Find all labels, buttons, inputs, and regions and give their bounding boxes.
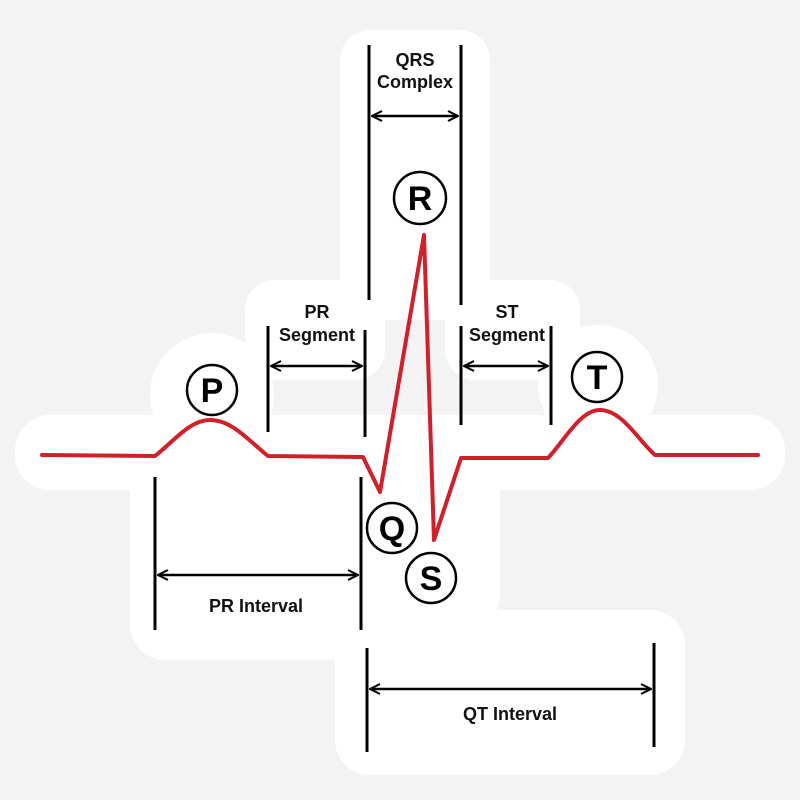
wave-letter-p: P xyxy=(201,372,224,410)
wave-letter-t: T xyxy=(587,359,608,397)
sticker-background xyxy=(15,30,785,775)
wave-circle-t xyxy=(570,350,624,404)
wave-label-p: P xyxy=(185,363,239,417)
wave-circle-s xyxy=(404,551,458,605)
ecg-trace xyxy=(40,233,760,542)
qt-interval-label: QT Interval xyxy=(463,704,557,724)
boundary-lines xyxy=(153,45,656,752)
wave-circle-r xyxy=(392,170,448,226)
pr-segment-label-line1: PR xyxy=(304,302,329,322)
st-segment-label-line1: ST xyxy=(495,302,518,322)
qrs-complex-label-line2: Complex xyxy=(377,72,453,92)
pr-interval-label: PR Interval xyxy=(209,596,303,616)
wave-circle-p xyxy=(185,363,239,417)
wave-letter-q: Q xyxy=(379,510,405,548)
wave-circle-q xyxy=(365,501,419,555)
wave-letter-s: S xyxy=(420,560,443,598)
st-segment-label-line2: Segment xyxy=(469,325,545,345)
wave-label-q: Q xyxy=(365,501,419,555)
wave-label-s: S xyxy=(404,551,458,605)
wave-label-r: R xyxy=(392,170,448,226)
wave-letter-r: R xyxy=(408,180,433,218)
interval-arrows xyxy=(158,116,651,689)
pr-segment-label-line2: Segment xyxy=(279,325,355,345)
qrs-complex-label-line1: QRS xyxy=(395,50,434,70)
wave-label-t: T xyxy=(570,350,624,404)
